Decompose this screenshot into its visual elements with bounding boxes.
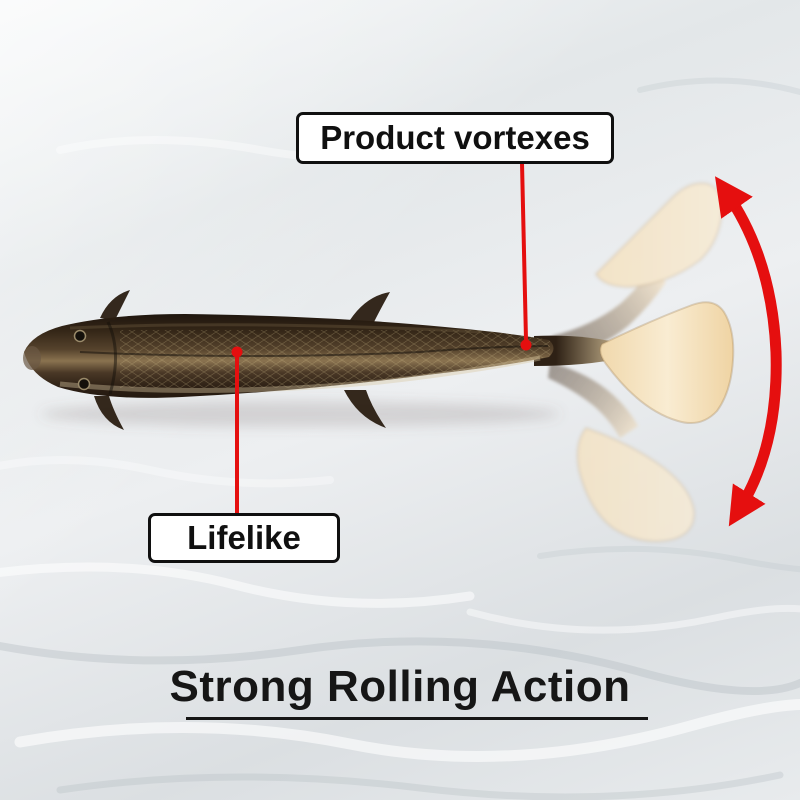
callout-product-vortexes: Product vortexes xyxy=(296,112,614,164)
lure-snout xyxy=(23,346,41,370)
ripple-line xyxy=(637,77,800,95)
ripple-line xyxy=(0,562,475,608)
lure-belly-highlight xyxy=(59,355,541,394)
lure-back-highlight xyxy=(69,323,481,334)
rolling-motion-arrow-icon xyxy=(714,176,782,527)
vortexes-leader-line xyxy=(520,162,528,341)
pelvic-fin-top xyxy=(350,292,390,322)
fish-eye-bottom xyxy=(77,377,91,391)
ripple-line xyxy=(14,699,800,762)
ripple-line xyxy=(537,545,800,573)
lure-gill-line xyxy=(106,321,118,395)
ripple-line xyxy=(0,637,800,695)
water-ripples xyxy=(0,77,800,800)
tail-ghost-top-stem xyxy=(552,270,666,356)
tail-ghost-bottom xyxy=(548,362,696,543)
caption-underline xyxy=(186,717,648,720)
caption-title: Strong Rolling Action xyxy=(169,662,631,711)
callout-product-vortexes-label: Product vortexes xyxy=(320,119,590,156)
lure-lateral-line xyxy=(79,345,549,357)
ripple-line xyxy=(466,604,800,634)
pelvic-fin-bottom xyxy=(344,390,386,428)
fish-eye-top xyxy=(73,329,87,343)
lifelike-pointer-dot xyxy=(231,346,243,358)
ripple-line xyxy=(56,771,784,800)
callout-lifelike-label: Lifelike xyxy=(187,519,301,556)
tail-ghost-bottom-paddle xyxy=(576,426,696,543)
callout-leaders xyxy=(231,162,532,514)
pectoral-fin-bottom xyxy=(94,396,124,430)
vortexes-pointer-dot xyxy=(520,339,532,351)
callout-lifelike: Lifelike xyxy=(148,513,340,563)
lure-shadow xyxy=(40,401,560,427)
ripple-line xyxy=(0,456,334,488)
pectoral-fin-top xyxy=(100,290,130,320)
tail-ghost-bottom-stem xyxy=(548,362,638,438)
